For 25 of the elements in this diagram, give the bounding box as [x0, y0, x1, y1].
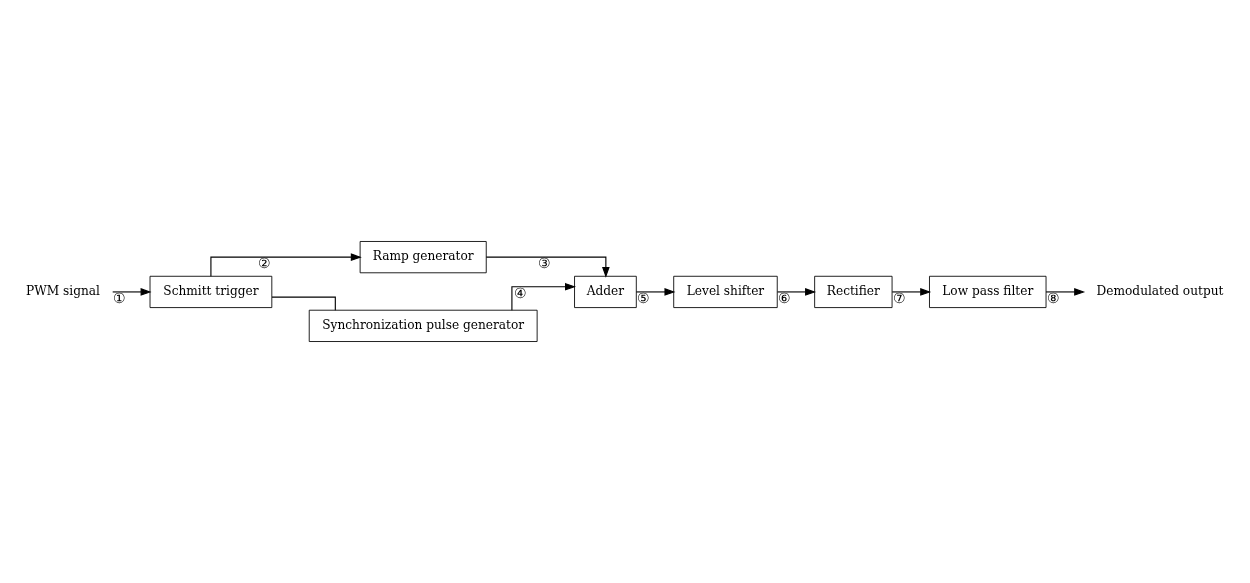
- arrow: [511, 282, 576, 311]
- arrow: [112, 288, 152, 296]
- arrow: [210, 253, 362, 277]
- edge-label: ③: [537, 255, 551, 272]
- node-box: Schmitt trigger: [149, 275, 273, 309]
- arrow: [776, 288, 817, 296]
- arrow: [1045, 288, 1086, 296]
- edge-label: ⑥: [778, 290, 792, 307]
- edge-label: ⑤: [637, 290, 651, 307]
- edge-label: ⑦: [893, 290, 907, 307]
- node-box: Adder: [574, 275, 637, 309]
- arrow: [891, 288, 932, 296]
- node-text: Demodulated output: [1096, 284, 1224, 299]
- edge-label: ②: [258, 255, 272, 272]
- node-text: PWM signal: [26, 284, 100, 299]
- node-box: Rectifier: [814, 275, 893, 309]
- arrow: [635, 288, 676, 296]
- node-box: Synchronization pulse generator: [308, 309, 538, 342]
- edge-label: ⑧: [1046, 290, 1060, 307]
- node-box: Ramp generator: [359, 241, 487, 274]
- arrow: [485, 256, 610, 278]
- node-box: Low pass filter: [929, 275, 1047, 309]
- edge-label: ④: [513, 284, 527, 301]
- node-box: Level shifter: [673, 275, 778, 309]
- edge-label: ①: [113, 290, 127, 307]
